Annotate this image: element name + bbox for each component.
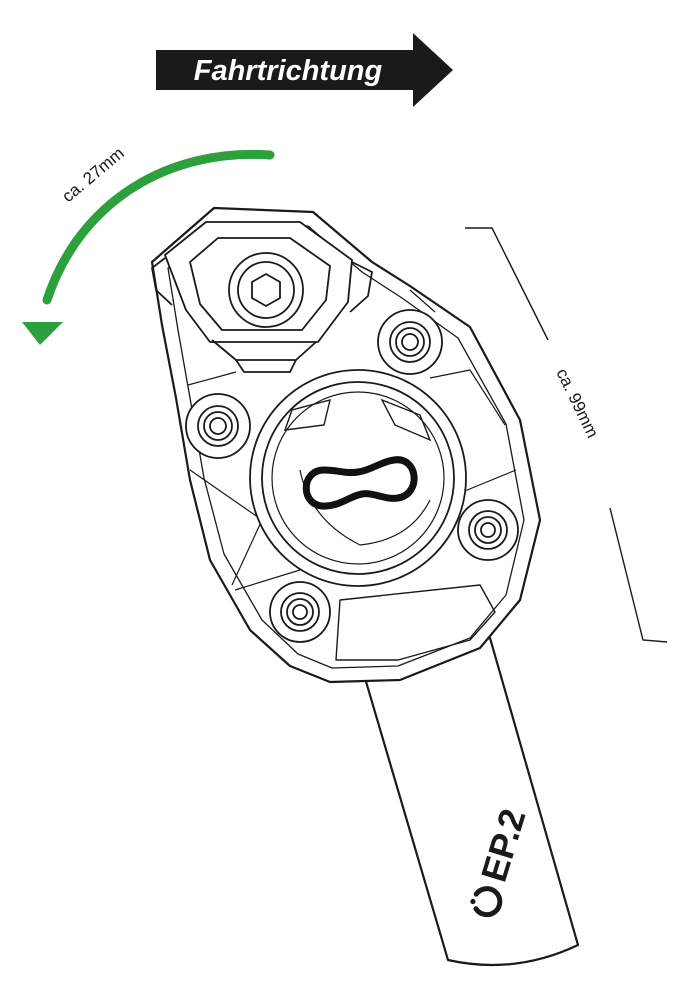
- rotation-arc: [42, 149, 275, 305]
- direction-label: Fahrtrichtung: [194, 55, 383, 87]
- rotation-arrowhead: [22, 322, 63, 345]
- screw-boss-top-right: [377, 309, 443, 375]
- central-rotor: [249, 369, 467, 587]
- length-label: ca. 99mm: [552, 365, 602, 440]
- length-dimension: [465, 227, 668, 643]
- tool-handle: [360, 636, 580, 967]
- direction-arrow: Fahrtrichtung: [156, 33, 453, 107]
- power-ring-icon: [470, 886, 503, 918]
- screw-boss-right: [457, 499, 519, 561]
- screw-boss-left: [185, 393, 251, 459]
- rotation-arrow: [22, 149, 275, 345]
- dimension-line-bottom: [609, 507, 668, 643]
- direction-arrow-shape: [156, 33, 453, 107]
- dimension-line-top: [465, 227, 549, 341]
- hex-mount: [151, 221, 373, 373]
- hex-socket: [251, 273, 281, 307]
- tool-plate-inner: [167, 221, 525, 669]
- rotor-slot: [302, 456, 418, 510]
- screw-boss-bottom: [269, 581, 331, 643]
